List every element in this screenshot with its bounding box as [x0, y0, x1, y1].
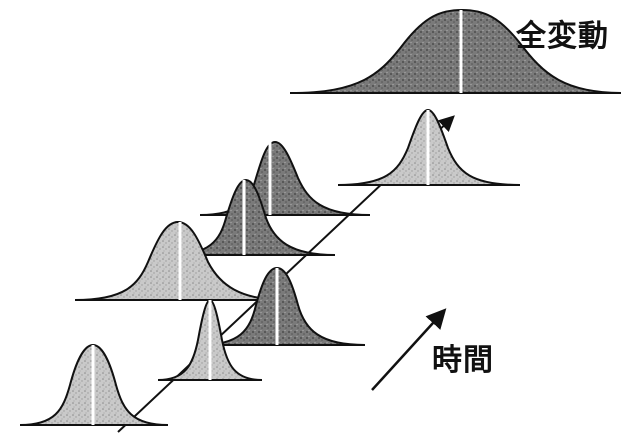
distribution-t3-curve [199, 140, 371, 216]
distribution-t6-curve [199, 266, 366, 346]
distribution-t1 [19, 343, 169, 426]
distribution-t2 [74, 220, 286, 301]
distribution-t4 [157, 298, 263, 381]
distribution-t6 [199, 266, 366, 346]
distribution-t7 [337, 108, 521, 186]
time-label: 時間 [432, 343, 494, 378]
total-variation-label: 全変動 [516, 19, 609, 54]
total-distribution [289, 8, 621, 94]
distribution-t5-curve [169, 178, 336, 256]
time-arrow [371, 308, 447, 391]
distribution-t3 [199, 140, 371, 216]
